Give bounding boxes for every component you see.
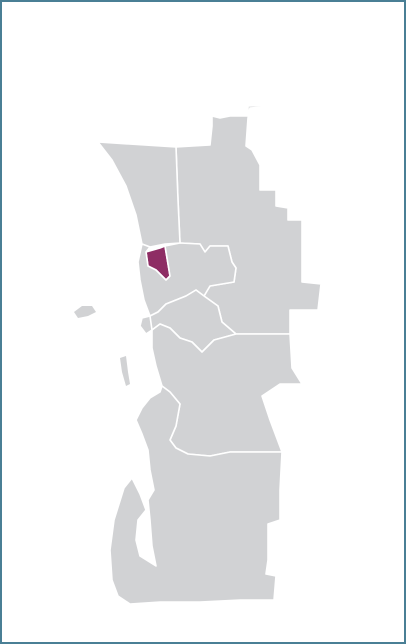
region-central-east-district[interactable] — [151, 323, 303, 457]
region-north-coastal-strip[interactable] — [97, 141, 181, 248]
offshore-island-west — [74, 306, 96, 318]
offshore-island-small — [120, 356, 130, 386]
region-south-metro-district[interactable] — [109, 385, 283, 605]
region-river-mouth-detail — [139, 315, 153, 335]
